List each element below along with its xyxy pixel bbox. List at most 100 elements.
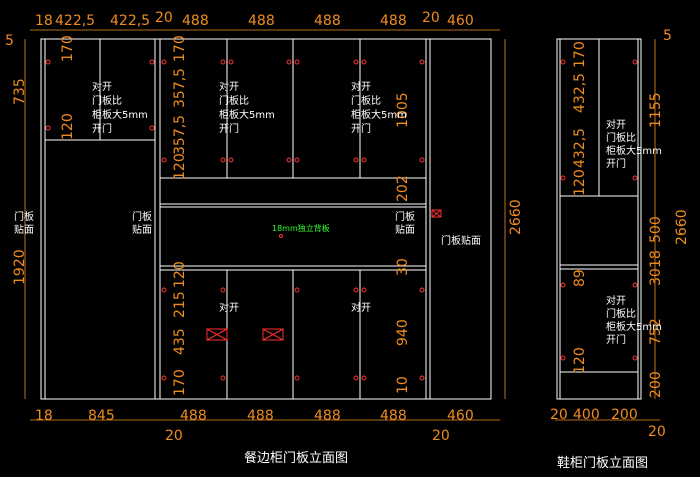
shoe-dim-120-b: 120 (572, 347, 588, 374)
dim-inner-30: 30 (395, 258, 411, 276)
dim-bottom-488-b: 488 (247, 408, 274, 424)
note-veneer-mid-l2: 贴面 (132, 223, 152, 236)
dim-bottom-488-c: 488 (314, 408, 341, 424)
dim-left-735: 735 (12, 78, 28, 105)
dim-top-488-b: 488 (248, 13, 275, 29)
shoe-spec-l1: 对开 (606, 118, 626, 131)
shoe-spec2-l1: 对开 (606, 294, 626, 307)
note-spec-l4: 开门 (92, 122, 112, 135)
shoe-dim-2660: 2660 (674, 209, 690, 245)
dim-inner-120-a: 120 (60, 113, 76, 140)
shoe-dim-bottom-400: 400 (573, 407, 600, 423)
shoe-spec2-l4: 开门 (606, 333, 626, 346)
note-veneer-right-l1: 门板 (395, 210, 415, 223)
shoe-spec-l4: 开门 (606, 157, 626, 170)
dim-top-488-d: 488 (380, 13, 407, 29)
shoe-notes: 对开 门板比 柜板大5mm 开门 对开 门板比 柜板大5mm 开门 (606, 118, 662, 346)
shoe-dim-500: 500 (648, 216, 664, 243)
note-veneer-mid-l1: 门板 (132, 210, 152, 223)
shoe-dim-30: 30 (648, 268, 664, 286)
dim-inner-120-c: 120 (172, 261, 188, 288)
shoe-spec-l2: 门板比 (606, 131, 636, 144)
dim-inner-215: 215 (172, 291, 188, 318)
shoe-spec-l3: 柜板大5mm (606, 144, 662, 157)
note-double-b: 对开 (351, 301, 371, 314)
dim-inner-170-b: 170 (172, 35, 188, 62)
note-spec-l3: 柜板大5mm (92, 108, 148, 121)
shoe-dim-170: 170 (572, 41, 588, 68)
dim-inner-120-b: 120 (172, 153, 188, 180)
dim-inner-357-b: 357,5 (172, 115, 188, 155)
dim-top-20-b: 20 (422, 10, 440, 26)
note-spec-l2: 门板比 (92, 94, 122, 107)
shoe-dim-bottom-20: 20 (550, 407, 568, 423)
shoe-dim-432-a: 432,5 (572, 73, 588, 113)
bottom-dimensions: 18 845 488 488 488 488 460 20 20 (35, 408, 474, 444)
shoe-dim-5: 5 (663, 28, 672, 44)
main-cabinet-outline (40, 38, 492, 400)
inner-dimensions: 170 120 170 357,5 357,5 120 1005 202 30 … (60, 35, 411, 396)
shoe-dim-432-b: 432,5 (572, 128, 588, 168)
caption-main: 餐边柜门板立面图 (244, 450, 348, 466)
note-spec3-l4: 开门 (351, 122, 371, 135)
left-dimensions: 5 735 1920 2660 (5, 33, 524, 285)
dim-bottom-488-d: 488 (380, 408, 407, 424)
shoe-hinge-marks (560, 59, 638, 361)
shoe-dim-120-a: 120 (572, 169, 588, 196)
shoe-dim-89: 89 (572, 269, 588, 287)
note-spec2-l3: 柜板大5mm (219, 108, 275, 121)
dim-left-5: 5 (5, 33, 14, 49)
dimension-lines (24, 29, 660, 421)
caption-shoe: 鞋柜门板立面图 (557, 455, 648, 471)
dim-bottom-845: 845 (88, 408, 115, 424)
dim-top-422-a: 422,5 (55, 13, 95, 29)
shoe-dim-bottom-20-b: 20 (648, 424, 666, 440)
note-veneer-left-l2: 贴面 (14, 223, 34, 236)
dim-left-1920: 1920 (12, 249, 28, 285)
dim-top-488-c: 488 (314, 13, 341, 29)
shoe-dim-200: 200 (648, 371, 664, 398)
dim-right-2660: 2660 (508, 199, 524, 235)
dim-inner-10: 10 (395, 376, 411, 394)
note-spec3-l1: 对开 (351, 80, 371, 93)
note-spec2-l4: 开门 (219, 122, 239, 135)
note-double-a: 对开 (219, 301, 239, 314)
dim-inner-435: 435 (172, 328, 188, 355)
shoe-cabinet-outline (556, 38, 642, 400)
hinge-marks (45, 59, 442, 381)
note-spec3-l3: 柜板大5mm (351, 108, 407, 121)
dim-bottom-18: 18 (35, 408, 53, 424)
note-veneer-right-l2: 贴面 (395, 223, 415, 236)
dim-top-20-a: 20 (155, 10, 173, 26)
dim-inner-170-a: 170 (60, 35, 76, 62)
note-spec2-l1: 对开 (219, 80, 239, 93)
dim-bottom-20-b: 20 (432, 428, 450, 444)
note-spec3-l2: 门板比 (351, 94, 381, 107)
dim-bottom-460: 460 (447, 408, 474, 424)
shoe-spec2-l2: 门板比 (606, 307, 636, 320)
dim-inner-940: 940 (395, 319, 411, 346)
main-notes: 对开 门板比 柜板大5mm 开门 对开 门板比 柜板大5mm 开门 对开 门板比… (14, 80, 481, 314)
shoe-dim-bottom-200: 200 (611, 407, 638, 423)
note-back-panel: 18mm独立背板 (272, 223, 330, 233)
note-spec2-l2: 门板比 (219, 94, 249, 107)
dim-inner-1005: 1005 (395, 92, 411, 128)
dim-inner-170-c: 170 (172, 369, 188, 396)
top-dimensions: 18 422,5 422,5 20 488 488 488 488 20 460 (35, 10, 474, 29)
shoe-dim-18: 18 (648, 250, 664, 268)
dim-inner-202: 202 (395, 175, 411, 202)
note-veneer-inline: 门板贴面 (441, 234, 481, 247)
shoe-dimensions: 5 1155 500 18 30 752 200 2660 170 432,5 … (550, 28, 690, 440)
dim-inner-357-a: 357,5 (172, 68, 188, 108)
dim-top-460: 460 (447, 13, 474, 29)
dim-bottom-488-a: 488 (180, 408, 207, 424)
dim-top-18: 18 (35, 13, 53, 29)
note-spec-l1: 对开 (92, 80, 112, 93)
note-veneer-left-l1: 门板 (14, 210, 34, 223)
shoe-dim-752: 752 (648, 318, 664, 345)
shoe-spec2-l3: 柜板大5mm (606, 320, 662, 333)
shoe-dim-1155: 1155 (648, 92, 664, 128)
dim-top-422-b: 422,5 (110, 13, 150, 29)
dim-bottom-20-a: 20 (165, 428, 183, 444)
